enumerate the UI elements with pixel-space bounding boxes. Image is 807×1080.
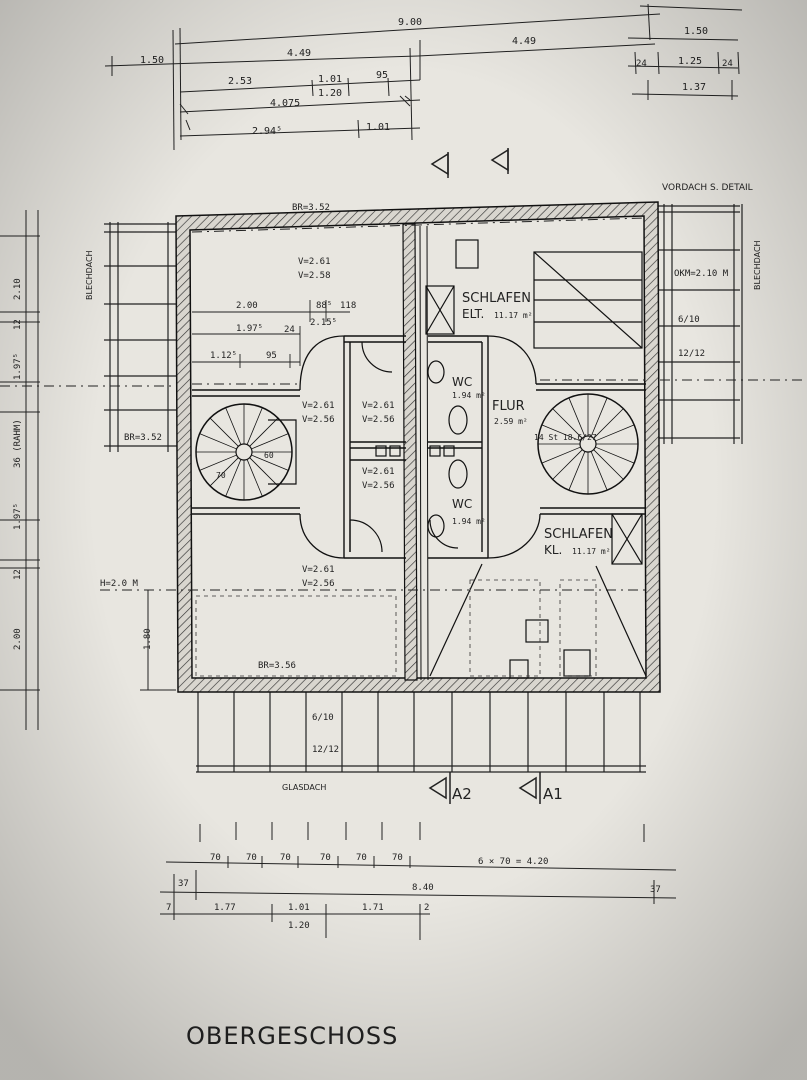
level-bath-b-1: V=2.61 <box>362 467 395 477</box>
room-flur-area: 2.59 m² <box>494 417 528 426</box>
level-bath-a-1: V=2.61 <box>362 401 395 411</box>
stair-left-dim: 70 <box>216 471 226 480</box>
dim-137: 1.37 <box>682 82 706 93</box>
br-left: BR=3.52 <box>124 433 162 443</box>
section-a2: A2 <box>452 785 472 803</box>
dim-b-2: 2 <box>424 903 429 913</box>
dim-left-1975b: 1.97⁵ <box>13 503 23 530</box>
room-schlafen-elt-area: 11.17 m² <box>494 311 533 320</box>
dim-left-12a: 12 <box>13 569 23 580</box>
dim-b-37b: 37 <box>650 885 661 895</box>
vordach-note: VORDACH S. DETAIL <box>662 183 753 193</box>
dim-b-70-2: 70 <box>246 853 257 863</box>
room-wc-2: WC <box>452 497 472 511</box>
room-flur: FLUR <box>492 399 525 414</box>
dim-top-total: 9.00 <box>398 17 422 28</box>
dim-top-150: 1.50 <box>140 55 164 66</box>
dim-left-rahm: 36 (RAHM) <box>13 419 23 468</box>
blechdach-left: BLECHDACH <box>85 250 94 300</box>
dim-253: 2.53 <box>228 76 252 87</box>
dim-1975: 1.97⁵ <box>236 324 263 334</box>
post-size-a: 6/10 <box>678 315 700 325</box>
dim-b-70-6: 70 <box>392 853 403 863</box>
dim-left-1975a: 1.97⁵ <box>13 353 23 380</box>
dim-b-37a: 37 <box>178 879 189 889</box>
dim-left-12b: 12 <box>13 319 23 330</box>
dim-b-177: 1.77 <box>214 903 236 913</box>
dim-4075: 4.075 <box>270 98 300 109</box>
dim-b-840: 8.40 <box>412 883 434 893</box>
stair-left-angle: 60 <box>264 451 274 460</box>
dim-top-449b: 4.49 <box>512 36 536 47</box>
dim-24c: 24 <box>284 325 295 335</box>
dim-200: 2.00 <box>236 301 258 311</box>
blechdach-right: BLECHDACH <box>753 240 762 290</box>
dim-294: 2.94⁵ <box>252 126 282 137</box>
dim-101b: 1.01 <box>366 122 390 133</box>
dim-101a: 1.01 <box>318 74 342 85</box>
dim-2155: 2.15⁵ <box>310 318 337 328</box>
room-wc-1: WC <box>452 375 472 389</box>
level-bath-a-2: V=2.56 <box>362 415 395 425</box>
dim-125: 1.25 <box>678 56 702 67</box>
level-tl-2: V=2.58 <box>298 271 331 281</box>
dim-b-70-1: 70 <box>210 853 221 863</box>
dim-left-210: 2.10 <box>13 278 23 300</box>
br-top: BR=3.52 <box>292 203 330 213</box>
level-bath-b-2: V=2.56 <box>362 481 395 491</box>
room-schlafen-kl-area: 11.17 m² <box>572 547 611 556</box>
level-tl-1: V=2.61 <box>298 257 331 267</box>
glasdach-label: GLASDACH <box>282 783 326 792</box>
dim-95a: 95 <box>376 70 388 81</box>
dim-b-70-3: 70 <box>280 853 291 863</box>
level-bl-1: V=2.61 <box>302 565 335 575</box>
dim-1125: 1.12⁵ <box>210 351 237 361</box>
h-note: H=2.0 M <box>100 579 139 589</box>
drawing-title: OBERGESCHOSS <box>186 1022 398 1050</box>
dim-118: 118 <box>340 301 356 311</box>
dim-b-70-4: 70 <box>320 853 331 863</box>
level-hall-1: V=2.61 <box>302 401 335 411</box>
stair-right-note: 14 St 18.6/27 <box>534 433 597 442</box>
post-size-d: 12/12 <box>312 745 339 755</box>
room-schlafen-elt-sub: ELT. <box>462 307 484 321</box>
dim-left-200: 2.00 <box>13 628 23 650</box>
dim-b-101: 1.01 <box>288 903 310 913</box>
dim-24a: 24 <box>636 59 647 69</box>
br-bottom: BR=3.56 <box>258 661 296 671</box>
section-a1: A1 <box>543 785 563 803</box>
room-schlafen-elt: SCHLAFEN <box>462 291 531 306</box>
okm-note: OKM=2.10 M <box>674 269 729 279</box>
post-size-c: 6/10 <box>312 713 334 723</box>
dim-b-7: 7 <box>166 903 171 913</box>
dim-95b: 95 <box>266 351 277 361</box>
dim-b-70-5: 70 <box>356 853 367 863</box>
dim-b-6x70: 6 × 70 = 4.20 <box>478 857 548 867</box>
room-schlafen-kl-sub: KL. <box>544 543 562 557</box>
room-schlafen-kl: SCHLAFEN <box>544 527 613 542</box>
dim-885: 88⁵ <box>316 301 332 311</box>
post-size-b: 12/12 <box>678 349 705 359</box>
dim-b-120: 1.20 <box>288 921 310 931</box>
dim-b-171: 1.71 <box>362 903 384 913</box>
dim-top-150b: 1.50 <box>684 26 708 37</box>
dim-top-449a: 4.49 <box>287 48 311 59</box>
room-wc-1-area: 1.94 m² <box>452 391 486 400</box>
dim-24b: 24 <box>722 59 733 69</box>
dim-180: 1.80 <box>143 628 153 650</box>
level-hall-2: V=2.56 <box>302 415 335 425</box>
room-wc-2-area: 1.94 m² <box>452 517 486 526</box>
level-bl-2: V=2.56 <box>302 579 335 589</box>
dim-120a: 1.20 <box>318 88 342 99</box>
